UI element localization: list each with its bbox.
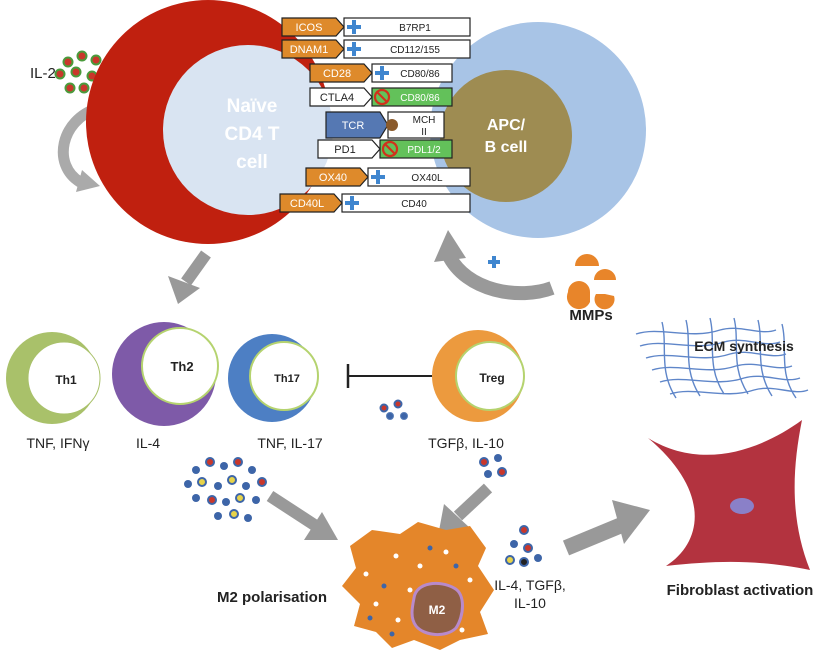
apc-b-cell: APC/ B cell — [430, 22, 646, 238]
inhibition-bar — [346, 364, 432, 388]
mmp-enzyme-icon — [566, 254, 616, 310]
th17-cytokines: TNF, IL-17 — [257, 435, 323, 451]
th1-label: Th1 — [55, 373, 77, 387]
receptor-label: OX40 — [319, 172, 347, 184]
naive-cd4-t-cell: Naïve CD4 T cell — [86, 0, 333, 244]
receptor-box — [279, 193, 343, 213]
ligand-label: PDL1/2 — [407, 145, 441, 156]
ligand-label: OX40L — [411, 173, 443, 184]
receptor-label: CD40L — [290, 198, 324, 210]
naive-cell-inner — [163, 45, 333, 215]
arrow-m2-to-fibroblast — [562, 500, 650, 556]
th17-cell: Th17 — [228, 334, 319, 422]
ligand-label: CD40 — [401, 199, 427, 210]
receptor-label: TCR — [342, 120, 365, 132]
th1-cytokines: TNF, IFNγ — [27, 435, 90, 451]
ligand-label: CD112/155 — [390, 45, 440, 56]
peptide-ball-icon — [386, 119, 398, 131]
apc-cell-label-line1: APC/ — [487, 117, 526, 134]
receptor-box — [325, 111, 389, 139]
ecm-fiber-mesh — [635, 317, 809, 399]
th1-cell: Th1 — [6, 332, 101, 424]
receptor-pair-1: DNAM1 CD112/155 — [281, 39, 471, 59]
m2-cytokines-line2: IL-10 — [514, 595, 546, 611]
receptor-label: ICOS — [296, 22, 323, 34]
receptor-pair-5: PD1 PDL1/2 — [317, 139, 453, 159]
plus-icon — [371, 170, 385, 184]
block-icon — [381, 140, 399, 158]
m2-cytokine-cluster — [505, 525, 542, 567]
block-icon — [373, 88, 391, 106]
m2-polarisation-label: M2 polarisation — [217, 589, 327, 606]
naive-cell-label-line2: CD4 T — [225, 124, 280, 145]
ligand-label: CD80/86 — [400, 93, 440, 104]
treg-label: Treg — [479, 371, 504, 385]
apc-cell-inner — [440, 70, 572, 202]
mmps-label: MMPs — [569, 307, 612, 324]
receptor-box — [309, 87, 373, 107]
receptor-box — [309, 63, 373, 83]
receptor-box — [281, 17, 345, 37]
ligand-label: B7RP1 — [399, 23, 431, 34]
receptor-label: CD28 — [323, 68, 351, 80]
th2-label: Th2 — [170, 359, 193, 374]
ecm-synthesis-label: ECM synthesis — [694, 338, 794, 354]
th2-cell: Th2 — [112, 322, 219, 426]
plus-icon — [375, 66, 389, 80]
receptor-box — [317, 139, 381, 159]
naive-cell-label-line1: Naïve — [227, 96, 278, 117]
receptor-label: CTLA4 — [320, 92, 354, 104]
ligand-label: II — [421, 127, 427, 138]
receptor-pair-7: CD40L CD40 — [279, 193, 471, 213]
m2-macrophage: M2 — [342, 522, 494, 650]
receptor-label: PD1 — [334, 144, 355, 156]
fibroblast-cell — [648, 420, 810, 570]
plus-icon — [347, 20, 361, 34]
treg-cytokine-dots — [379, 399, 408, 420]
naive-cell-label-line3: cell — [236, 152, 268, 173]
receptor-pair-0: ICOS B7RP1 — [281, 17, 471, 37]
plus-icon — [347, 42, 361, 56]
ligand-label: MCH — [413, 115, 436, 126]
m2-cell-label: M2 — [429, 603, 446, 617]
th2-cytokines: IL-4 — [136, 435, 160, 451]
receptor-pair-3: CTLA4 CD80/86 — [309, 87, 453, 107]
mmps-arrow — [434, 230, 555, 301]
plus-icon — [488, 256, 500, 268]
treg-cell: Treg — [432, 330, 525, 422]
plus-icon — [345, 196, 359, 210]
receptor-pair-2: CD28 CD80/86 — [309, 63, 453, 83]
treg-tgfb-cluster — [479, 454, 507, 478]
fibroblast-activation-label: Fibroblast activation — [667, 582, 814, 599]
il2-label: IL-2 — [30, 65, 56, 82]
ligand-label: CD80/86 — [400, 69, 440, 80]
receptor-box — [305, 167, 369, 187]
treg-cytokines: TGFβ, IL-10 — [428, 435, 504, 451]
arrow-th2-to-m2 — [266, 490, 338, 540]
receptor-pair-6: OX40 OX40L — [305, 167, 471, 187]
m2-cytokines-line1: IL-4, TGFβ, — [494, 577, 566, 593]
differentiation-arrow — [168, 250, 211, 304]
receptor-label: DNAM1 — [290, 44, 329, 56]
apc-cell-label-line2: B cell — [485, 139, 528, 156]
receptor-box — [281, 39, 345, 59]
th17-label: Th17 — [274, 373, 300, 385]
th2-cytokine-cluster — [184, 457, 267, 522]
